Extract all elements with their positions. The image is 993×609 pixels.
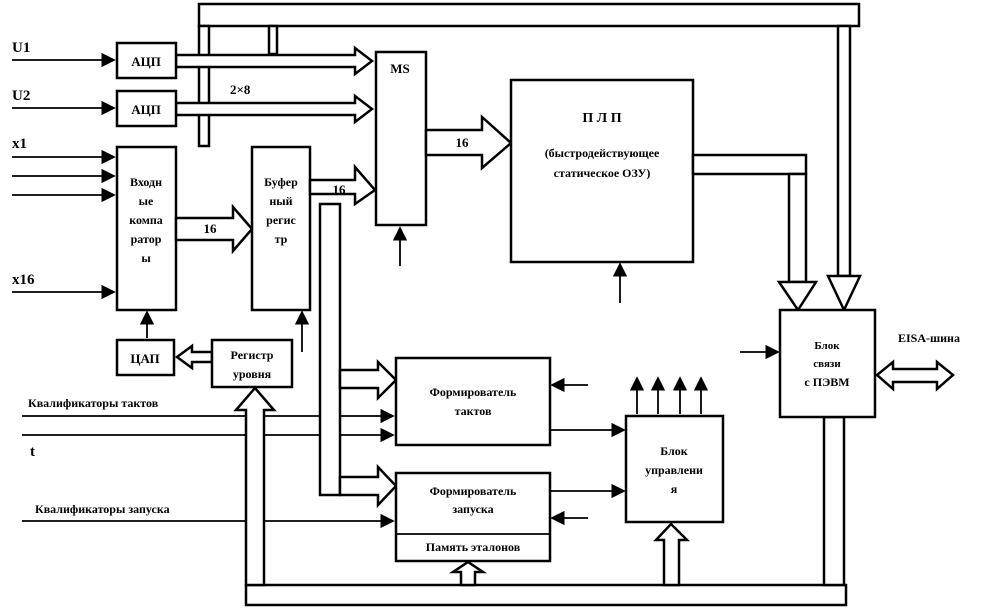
start-former-line-1: Формирователь (430, 484, 517, 498)
buffer-register-label-line: тр (275, 232, 288, 246)
reference-memory-label: Память эталонов (426, 540, 521, 554)
clock-former-block (394, 356, 552, 447)
adc2-bus (174, 93, 375, 125)
clock-former-line-1: Формирователь (430, 385, 517, 399)
comparators-label-line: компа (129, 213, 163, 227)
ram-desc-line-1: (быстродействующее (545, 146, 660, 160)
clock-former-line-2: тактов (455, 404, 492, 418)
adc-width-label: 2×8 (230, 82, 251, 97)
adc1-bus (174, 45, 375, 77)
ram-desc-line-2: статическое ОЗУ) (554, 166, 651, 180)
comparators-label-line: ы (141, 251, 151, 265)
buffer-register-label: Буфер ный регис тр (264, 175, 298, 246)
ram-block (509, 78, 695, 264)
start-qualifiers-label: Квалификаторы запуска (35, 502, 170, 516)
bus-to-clock-former (338, 358, 398, 402)
buffer-register-label-line: регис (266, 213, 296, 227)
ram-out-bus-h (691, 153, 808, 176)
level-register-line-1: Регистр (231, 348, 274, 362)
control-unit-line-1: Блок (660, 444, 688, 458)
comparators-label-line: Входн (130, 175, 162, 189)
pc-interface-label-line: связи (813, 358, 841, 370)
comparator-out-label: 16 (204, 221, 218, 236)
comparators-label: Входн ые компа ратор ы (129, 175, 163, 265)
bus-to-level-register (233, 386, 277, 587)
buffer-vertical-bus (318, 202, 342, 497)
buffer-out-label: 16 (333, 182, 347, 197)
pc-interface-block (778, 308, 877, 419)
mux-label: MS (390, 61, 410, 76)
control-unit-block (624, 414, 725, 524)
bus-to-reference-memory (448, 560, 488, 587)
buffer-to-mux-bus (308, 163, 377, 207)
control-unit-line-2: управлени (645, 463, 703, 477)
comparators-label-line: ые (139, 194, 154, 208)
control-unit-line-3: я (671, 482, 678, 496)
mux-out-label: 16 (456, 135, 470, 150)
mux-to-ram-bus (424, 114, 513, 171)
x16-label: x16 (12, 272, 35, 288)
bottom-bus (244, 415, 848, 607)
level-register-line-2: уровня (233, 367, 272, 381)
u1-label: U1 (12, 40, 30, 56)
dac-label: ЦАП (130, 351, 159, 366)
eisa-bus-arrow (875, 359, 955, 392)
adc1-label: АЦП (131, 54, 161, 69)
comparators-bus (174, 203, 254, 255)
top-bus (197, 2, 862, 313)
ram-out-arrow (776, 280, 819, 313)
level-register-block (210, 338, 294, 389)
start-former-block (394, 471, 552, 563)
adc2-block (115, 89, 178, 128)
bus-to-start-former (338, 463, 398, 509)
level-to-dac-bus (174, 343, 214, 371)
clock-qualifiers-label: Квалификаторы тактов (28, 396, 159, 410)
bus-to-control-unit (653, 522, 691, 587)
x1-label: x1 (12, 136, 27, 152)
ram-out-bus-v (787, 172, 808, 284)
pc-interface-label-line: с ПЭВМ (804, 375, 849, 389)
adc2-label: АЦП (131, 102, 161, 117)
buffer-register-label-line: Буфер (264, 175, 298, 189)
comparators-label-line: ратор (131, 232, 162, 246)
u2-label: U2 (12, 88, 30, 104)
ram-title: П Л П (582, 111, 621, 126)
eisa-label: EISA-шина (898, 331, 960, 345)
t-label: t (30, 444, 35, 460)
dac-block (115, 338, 176, 377)
adc1-block (115, 41, 178, 80)
comparators-block (115, 145, 178, 312)
buffer-register-block (250, 145, 312, 312)
pc-interface-label-line: Блок (814, 340, 840, 352)
buffer-register-label-line: ный (269, 194, 292, 208)
mux-block (374, 50, 428, 227)
pc-interface-label: Блок связи с ПЭВМ (804, 340, 849, 389)
start-former-line-2: запуска (452, 502, 493, 516)
